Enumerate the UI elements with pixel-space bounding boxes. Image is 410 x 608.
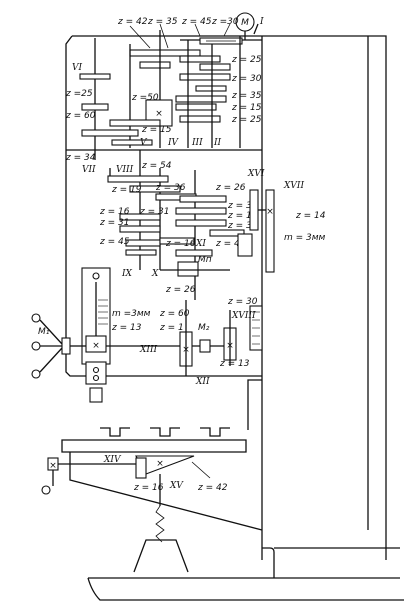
label-m2: M₂ bbox=[198, 323, 210, 333]
work-table: × × bbox=[41, 427, 263, 573]
feed-box-labels: z = 54 z = 19 z = 36 z = 26 XVI XVII z =… bbox=[99, 161, 326, 295]
label-z35-b: z = 35 bbox=[231, 91, 262, 101]
label-m3-b: m =3мм bbox=[112, 309, 151, 319]
shaft-label-ii: II bbox=[213, 138, 222, 148]
label-z25-b: z = 25 bbox=[231, 115, 262, 125]
shaft-label-iv: IV bbox=[167, 138, 180, 148]
label-z25-left: z =25 bbox=[65, 89, 93, 99]
quill-assembly: × bbox=[81, 267, 111, 403]
label-z16-c: z = 16 bbox=[133, 483, 164, 493]
shaft-label-ix: IX bbox=[121, 269, 133, 279]
table-labels: XIV XV z = 16 z = 42 bbox=[103, 455, 228, 493]
shaft-label-xv: XV bbox=[169, 481, 184, 491]
svg-text:×: × bbox=[49, 461, 57, 471]
label-z30-top: z =30 bbox=[211, 17, 239, 27]
shaft-label-xii: XII bbox=[195, 377, 210, 387]
label-z31: z = 31 bbox=[227, 201, 257, 211]
shaft-label-xviii: XVIII bbox=[231, 311, 256, 321]
shaft-label-xiv: XIV bbox=[103, 455, 122, 465]
label-mn: Mп bbox=[198, 255, 212, 265]
shaft-label-x: X bbox=[151, 269, 159, 279]
svg-text:×: × bbox=[266, 207, 274, 217]
label-z16-a: z = 16 bbox=[99, 207, 130, 217]
rack-assembly: × bbox=[237, 189, 275, 273]
shaft-label-xi: XI bbox=[195, 239, 206, 249]
label-z42-b: z = 42 bbox=[197, 483, 228, 493]
label-z50: z =50 bbox=[131, 93, 159, 103]
shaft-label-i: I bbox=[259, 17, 264, 27]
label-z26: z = 26 bbox=[215, 183, 246, 193]
shaft-label-vi: VI bbox=[72, 63, 82, 73]
label-z25-a: z = 25 bbox=[231, 55, 262, 65]
table-handle[interactable] bbox=[41, 485, 51, 495]
label-z30-c: z = 30 bbox=[227, 297, 258, 307]
label-z36-b: z = 36 bbox=[227, 221, 258, 231]
label-m1: M₁ bbox=[38, 327, 50, 337]
label-z42: z = 42 bbox=[117, 17, 148, 27]
label-z60: z = 60 bbox=[65, 111, 96, 121]
label-z34: z = 34 bbox=[65, 153, 96, 163]
label-m3-a: m = 3мм bbox=[284, 233, 326, 243]
top-gear-labels: z = 42 z = 35 z = 45 z =30 z = 25 z = 30… bbox=[65, 17, 262, 175]
label-z15: z = 15 bbox=[231, 103, 262, 113]
shaft-label-viii: VIII bbox=[116, 165, 134, 175]
feed-handle[interactable] bbox=[31, 313, 86, 379]
label-z36: z = 36 bbox=[155, 183, 186, 193]
gearbox-housing bbox=[65, 35, 262, 377]
label-z14: z = 14 bbox=[295, 211, 326, 221]
shaft-label-xvii: XVII bbox=[283, 181, 304, 191]
shaft-label-xiii: XIII bbox=[139, 345, 158, 355]
svg-text:×: × bbox=[156, 459, 164, 469]
shaft-label-xvi: XVI bbox=[247, 169, 265, 179]
svg-text:×: × bbox=[155, 109, 163, 119]
label-z45-b: z = 45 bbox=[99, 237, 130, 247]
label-z1-b: z = 1 bbox=[159, 323, 184, 333]
motor-group: M I bbox=[235, 12, 264, 40]
label-z31-c: z = 31 bbox=[139, 207, 169, 217]
shaft-xiii: × × bbox=[106, 300, 263, 376]
svg-text:×: × bbox=[92, 341, 100, 351]
label-z15-b: z = 15 bbox=[141, 125, 172, 135]
label-z35: z = 35 bbox=[147, 17, 178, 27]
label-z13-a: z = 13 bbox=[111, 323, 142, 333]
feed-box bbox=[107, 150, 245, 300]
speed-box-shafts: × bbox=[79, 23, 262, 160]
label-z60-b: z = 60 bbox=[159, 309, 190, 319]
label-z31-b: z = 31 bbox=[99, 218, 129, 228]
machine-base bbox=[87, 547, 404, 601]
label-z16-b: z = 16 bbox=[165, 239, 196, 249]
label-z26-b: z = 26 bbox=[165, 285, 196, 295]
label-z13-b: z = 13 bbox=[219, 359, 250, 369]
label-z1: z = 1 bbox=[227, 211, 252, 221]
shaft-label-v: V bbox=[140, 138, 148, 148]
shaft-label-vii: VII bbox=[82, 165, 96, 175]
label-z46: z = 46 bbox=[215, 239, 246, 249]
label-z19: z = 19 bbox=[111, 185, 142, 195]
label-z30-b: z = 30 bbox=[231, 74, 262, 84]
lower-labels: z = 30 XVIII M₁ m =3мм z = 13 z = 60 z =… bbox=[38, 297, 258, 387]
motor-label: M bbox=[241, 18, 249, 28]
machine-column bbox=[247, 35, 387, 560]
label-z45: z = 45 bbox=[181, 17, 212, 27]
shaft-label-iii: III bbox=[191, 138, 203, 148]
label-z54: z = 54 bbox=[141, 161, 172, 171]
